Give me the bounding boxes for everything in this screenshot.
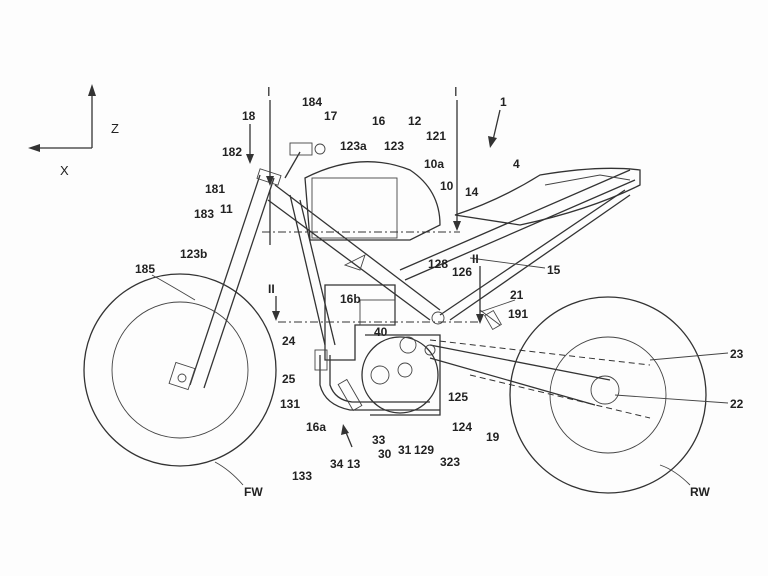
ref-label: 16b	[340, 292, 361, 306]
ref-label: FW	[244, 485, 263, 499]
ref-label: 123b	[180, 247, 207, 261]
ref-label: 123	[384, 139, 404, 153]
leader-lines	[151, 257, 729, 486]
ref-label: 181	[205, 182, 225, 196]
frame	[267, 169, 636, 346]
ref-label: 15	[547, 263, 561, 277]
ref-label: 131	[280, 397, 300, 411]
battery-unit	[324, 284, 396, 361]
ref-label: 126	[452, 265, 472, 279]
ref-label: 22	[730, 397, 744, 411]
ref-label: 23	[730, 347, 744, 361]
motor-unit	[314, 334, 441, 416]
fuel-tank	[304, 161, 441, 241]
ref-label: 31	[398, 443, 412, 457]
axis-z-label: Z	[111, 121, 119, 136]
section-lines	[246, 100, 501, 448]
front-fork	[168, 142, 326, 391]
ref-label: 4	[513, 157, 520, 171]
rear-wheel	[509, 296, 707, 494]
front-wheel	[83, 273, 277, 467]
ref-label: 323	[440, 455, 460, 469]
ref-label: 182	[222, 145, 242, 159]
ref-label: 121	[426, 129, 446, 143]
ref-label: 33	[372, 433, 386, 447]
ref-label: 11	[220, 202, 233, 216]
swing-arm	[424, 309, 651, 419]
ref-label: 40	[374, 325, 388, 339]
ref-label: 123a	[340, 139, 367, 153]
section-mark-ii-right: II	[472, 252, 479, 266]
ref-label: 12	[408, 114, 422, 128]
ref-label: 183	[194, 207, 214, 221]
ref-label: 30	[378, 447, 392, 461]
axis-x-label: X	[60, 163, 69, 178]
ref-label: RW	[690, 485, 710, 499]
ref-label: 1	[500, 95, 507, 109]
ref-label: 16	[372, 114, 386, 128]
ref-label: 124	[452, 420, 472, 434]
section-mark-ii-left: II	[268, 282, 275, 296]
ref-label: 185	[135, 262, 155, 276]
ref-label: 10a	[424, 157, 444, 171]
ref-label: 25	[282, 372, 296, 386]
ref-label: 18	[242, 109, 256, 123]
ref-label: 34	[330, 457, 344, 471]
ref-label: 184	[302, 95, 322, 109]
ref-label: 24	[282, 334, 296, 348]
axis-indicator	[28, 84, 96, 152]
seat	[454, 167, 641, 226]
ref-label: 133	[292, 469, 312, 483]
section-mark-i-right: I	[454, 84, 458, 99]
ref-label: 19	[486, 430, 500, 444]
ref-label: 13	[347, 457, 361, 471]
section-mark-i-left: I	[267, 84, 271, 99]
ref-label: 21	[510, 288, 524, 302]
ref-label: 14	[465, 185, 479, 199]
ref-label: 17	[324, 109, 338, 123]
ref-label: 125	[448, 390, 468, 404]
ref-label: 128	[428, 257, 448, 271]
ref-label: 10	[440, 179, 454, 193]
ref-label: 129	[414, 443, 434, 457]
ref-label: 16a	[306, 420, 326, 434]
ref-label: 191	[508, 307, 528, 321]
